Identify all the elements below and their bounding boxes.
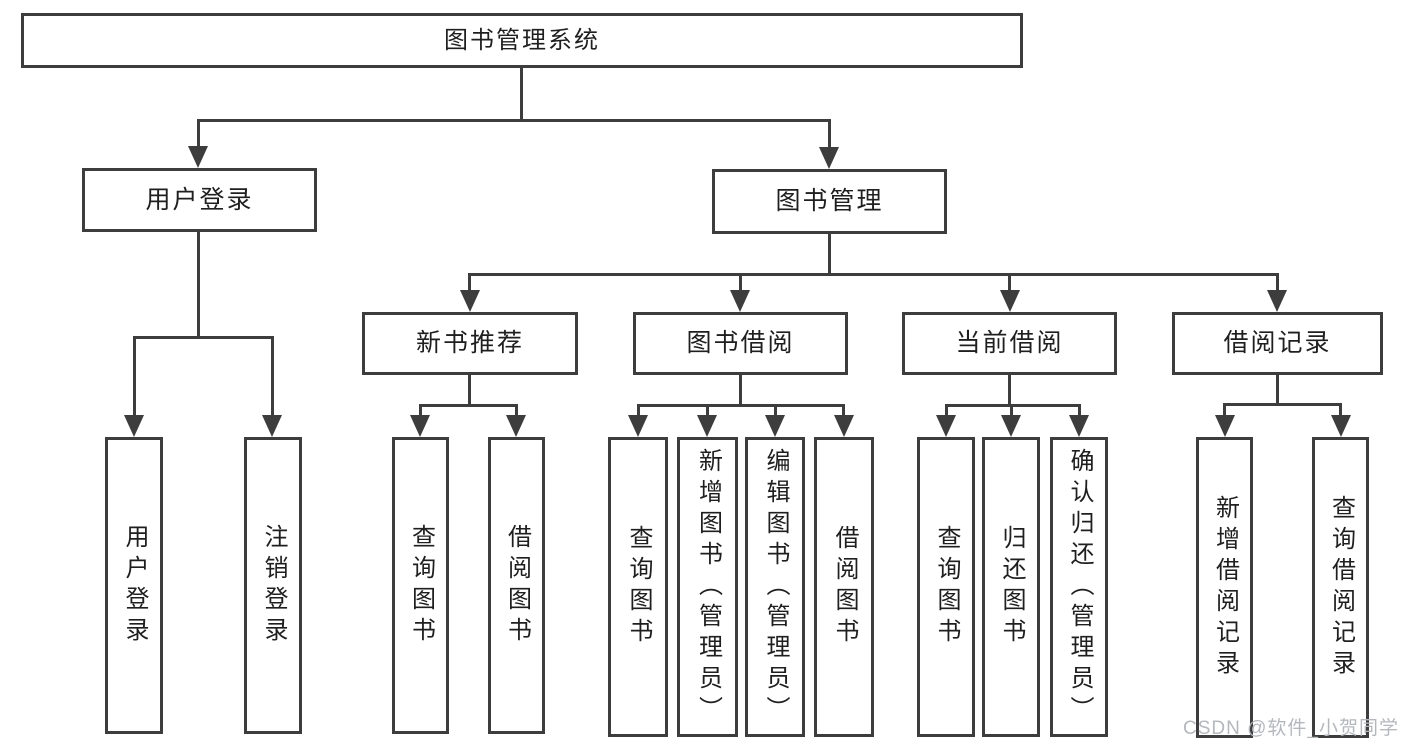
connector-line xyxy=(842,404,845,418)
arrow-down-icon xyxy=(124,415,144,437)
csdn-watermark: CSDN @软件_小贺同学 xyxy=(1183,718,1399,739)
leaf-current-confirm-return-admin: 确认归还（管理员） xyxy=(1050,437,1108,737)
leaf-recommend-query-book: 查询图书 xyxy=(392,437,449,734)
connector-line xyxy=(197,230,200,339)
leaf-label: 查询图书 xyxy=(625,525,652,649)
connector-line xyxy=(945,404,1081,407)
leaf-recommend-borrow-book: 借阅图书 xyxy=(488,437,545,734)
connector-line xyxy=(468,273,471,293)
arrow-down-icon xyxy=(1000,290,1020,312)
node-borrow-record-label: 借阅记录 xyxy=(1223,329,1332,357)
arrow-down-icon xyxy=(460,290,480,312)
leaf-label: 新增图书（管理员） xyxy=(694,447,722,727)
leaf-label: 查询图书 xyxy=(407,523,435,648)
leaf-label: 查询借阅记录 xyxy=(1327,494,1355,681)
node-book-borrow: 图书借阅 xyxy=(633,312,848,375)
connector-line xyxy=(828,119,831,150)
leaf-logout: 注销登录 xyxy=(244,437,302,734)
node-book-management: 图书管理 xyxy=(712,169,947,234)
connector-line xyxy=(739,273,742,293)
arrow-down-icon xyxy=(765,415,785,437)
leaf-borrow-add-book-admin: 新增图书（管理员） xyxy=(677,437,738,737)
arrow-down-icon xyxy=(1331,415,1351,437)
leaf-current-query-book: 查询图书 xyxy=(917,437,975,737)
connector-line xyxy=(828,232,831,276)
node-user-login-label: 用户登录 xyxy=(145,185,254,214)
arrow-down-icon xyxy=(1215,415,1235,437)
leaf-user-login: 用户登录 xyxy=(105,437,163,734)
arrow-down-icon xyxy=(262,415,282,437)
connector-line xyxy=(1010,404,1013,418)
leaf-borrow-edit-book-admin: 编辑图书（管理员） xyxy=(745,437,805,737)
node-book-borrow-label: 图书借阅 xyxy=(686,329,795,357)
leaf-record-add-record: 新增借阅记录 xyxy=(1196,437,1253,738)
leaf-label: 确认归还（管理员） xyxy=(1066,447,1093,727)
arrow-down-icon xyxy=(410,415,430,437)
arrow-down-icon xyxy=(1267,290,1287,312)
node-current-borrow: 当前借阅 xyxy=(902,312,1117,375)
connector-line xyxy=(1339,403,1342,418)
leaf-borrow-borrow-book: 借阅图书 xyxy=(814,437,874,737)
connector-line xyxy=(1008,273,1011,293)
leaf-label: 新增借阅记录 xyxy=(1211,494,1239,681)
arrow-down-icon xyxy=(628,415,648,437)
arrow-down-icon xyxy=(819,147,839,169)
connector-line xyxy=(637,404,845,407)
leaf-label: 借阅图书 xyxy=(503,523,531,648)
node-new-book-recommend: 新书推荐 xyxy=(362,312,578,375)
arrow-down-icon xyxy=(1001,415,1021,437)
leaf-label: 编辑图书（管理员） xyxy=(762,447,789,727)
connector-line xyxy=(774,404,777,418)
connector-line xyxy=(468,373,471,407)
leaf-label: 借阅图书 xyxy=(831,525,858,649)
connector-line xyxy=(1078,404,1081,418)
node-root-label: 图书管理系统 xyxy=(444,26,600,54)
connector-line xyxy=(520,66,523,122)
node-borrow-record: 借阅记录 xyxy=(1172,312,1383,375)
connector-line xyxy=(469,273,1279,276)
connector-line xyxy=(739,373,742,407)
connector-line xyxy=(133,336,274,339)
leaf-current-return-book: 归还图书 xyxy=(982,437,1040,737)
connector-line xyxy=(945,404,948,418)
node-root: 图书管理系统 xyxy=(21,13,1023,68)
leaf-label: 注销登录 xyxy=(260,523,287,648)
leaf-record-query-record: 查询借阅记录 xyxy=(1312,437,1369,738)
arrow-down-icon xyxy=(1069,415,1089,437)
connector-line xyxy=(1276,373,1279,406)
arrow-down-icon xyxy=(730,290,750,312)
arrow-down-icon xyxy=(936,415,956,437)
arrow-down-icon xyxy=(506,415,526,437)
arrow-down-icon xyxy=(697,415,717,437)
leaf-borrow-query-book: 查询图书 xyxy=(608,437,668,737)
node-book-management-label: 图书管理 xyxy=(775,187,884,215)
connector-line xyxy=(197,119,831,122)
connector-line xyxy=(197,119,200,149)
connector-line xyxy=(271,336,274,418)
connector-line xyxy=(419,404,518,407)
leaf-label: 归还图书 xyxy=(998,525,1025,649)
connector-line xyxy=(515,404,518,418)
node-user-login: 用户登录 xyxy=(82,168,317,232)
connector-line xyxy=(1008,373,1011,407)
connector-line xyxy=(1276,273,1279,293)
node-new-book-recommend-label: 新书推荐 xyxy=(415,329,524,357)
connector-line xyxy=(1223,403,1226,418)
leaf-label: 用户登录 xyxy=(121,523,148,648)
node-current-borrow-label: 当前借阅 xyxy=(955,329,1064,357)
leaf-label: 查询图书 xyxy=(933,525,960,649)
connector-line xyxy=(706,404,709,418)
connector-line xyxy=(1223,403,1342,406)
connector-line xyxy=(133,336,136,418)
connector-line xyxy=(419,404,422,418)
arrow-down-icon xyxy=(188,146,208,168)
connector-line xyxy=(637,404,640,418)
arrow-down-icon xyxy=(834,415,854,437)
